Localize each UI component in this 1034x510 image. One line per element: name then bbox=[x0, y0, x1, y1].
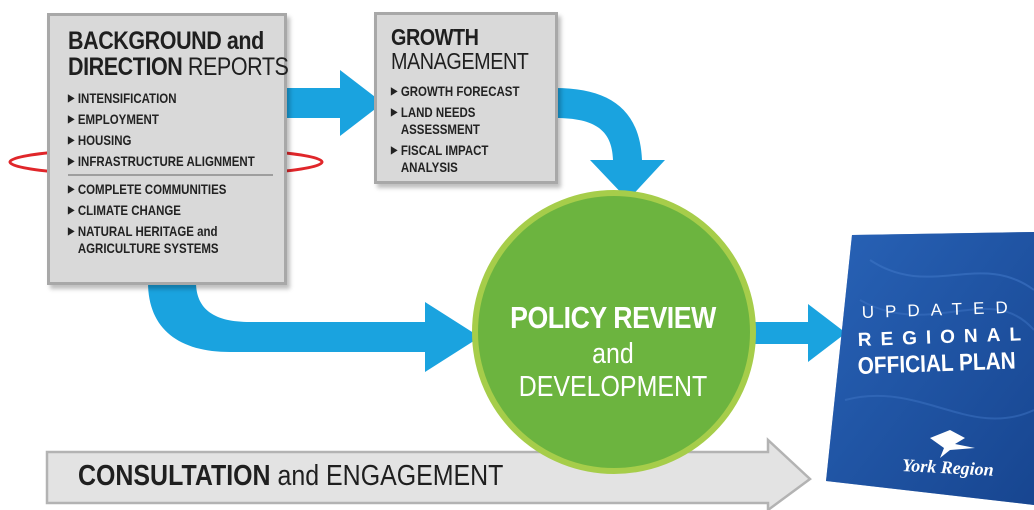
policy-review-circle bbox=[472, 190, 756, 474]
background-top-list: ▶INTENSIFICATION ▶EMPLOYMENT ▶HOUSING ▶I… bbox=[68, 90, 284, 170]
growth-title-light: MANAGEMENT bbox=[391, 48, 529, 74]
item-assessment: ASSESSMENT bbox=[400, 121, 480, 137]
growth-list: ▶GROWTH FORECAST ▶LAND NEEDS ASSESSMENT … bbox=[391, 83, 555, 176]
item-housing: HOUSING bbox=[77, 132, 132, 148]
arrow-policy-to-plan bbox=[744, 304, 846, 362]
bullet-icon: ▶ bbox=[68, 135, 75, 146]
item-natural-heritage: NATURAL HERITAGE and bbox=[77, 223, 218, 239]
background-title-line2-wrap: DIRECTION REPORTS bbox=[68, 53, 289, 81]
bullet-icon: ▶ bbox=[68, 156, 75, 167]
consultation-light: and ENGAGEMENT bbox=[270, 460, 504, 492]
growth-management-panel: GROWTH MANAGEMENT ▶GROWTH FORECAST ▶LAND… bbox=[374, 12, 558, 184]
list-item: ASSESSMENT bbox=[391, 121, 525, 138]
bullet-icon: ▶ bbox=[391, 107, 398, 118]
background-reports-panel: BACKGROUND and DIRECTION REPORTS ▶INTENS… bbox=[47, 13, 289, 285]
item-agriculture-systems: AGRICULTURE SYSTEMS bbox=[77, 240, 219, 256]
background-title-line1: BACKGROUND and bbox=[68, 27, 264, 55]
bullet-icon: ▶ bbox=[68, 114, 75, 125]
divider bbox=[68, 174, 273, 176]
list-item: ▶GROWTH FORECAST bbox=[391, 83, 525, 100]
policy-development-subtitle: and DEVELOPMENT bbox=[518, 338, 708, 403]
policy-review-title: POLICY REVIEW bbox=[510, 300, 716, 335]
arrow-growth-to-policy bbox=[555, 88, 665, 200]
list-item: ▶HOUSING bbox=[68, 132, 245, 149]
list-item: ▶NATURAL HERITAGE and bbox=[68, 223, 245, 240]
arrow-background-to-policy bbox=[148, 282, 480, 372]
policy-review-label: POLICY REVIEW and DEVELOPMENT bbox=[478, 300, 748, 404]
bullet-icon: ▶ bbox=[391, 86, 398, 97]
item-fiscal-impact: FISCAL IMPACT bbox=[400, 142, 489, 158]
item-land-needs: LAND NEEDS bbox=[400, 104, 476, 120]
item-complete-communities: COMPLETE COMMUNITIES bbox=[77, 181, 227, 197]
list-item: AGRICULTURE SYSTEMS bbox=[68, 240, 245, 257]
item-analysis: ANALYSIS bbox=[400, 159, 458, 175]
list-item: ▶FISCAL IMPACT bbox=[391, 142, 525, 159]
item-climate-change: CLIMATE CHANGE bbox=[77, 202, 181, 218]
bullet-icon: ▶ bbox=[68, 184, 75, 195]
list-item: ▶EMPLOYMENT bbox=[68, 111, 245, 128]
list-item: ▶LAND NEEDS bbox=[391, 104, 525, 121]
york-region-logo-text: York Region bbox=[902, 455, 994, 480]
bullet-icon: ▶ bbox=[68, 205, 75, 216]
list-item: ▶COMPLETE COMMUNITIES bbox=[68, 181, 245, 198]
arrow-background-to-growth bbox=[285, 70, 383, 136]
growth-title-bold: GROWTH bbox=[391, 24, 479, 50]
bullet-icon: ▶ bbox=[391, 145, 398, 156]
item-intensification: INTENSIFICATION bbox=[77, 90, 177, 106]
list-item: ▶CLIMATE CHANGE bbox=[68, 202, 245, 219]
consultation-label: CONSULTATION and ENGAGEMENT bbox=[78, 460, 503, 493]
bullet-icon: ▶ bbox=[68, 93, 75, 104]
item-infrastructure-alignment: INFRASTRUCTURE ALIGNMENT bbox=[77, 153, 255, 169]
bullet-icon: ▶ bbox=[68, 226, 75, 237]
list-item: ANALYSIS bbox=[391, 159, 525, 176]
plan-line-official: OFFICIAL PLAN bbox=[857, 347, 1016, 379]
official-plan-cover bbox=[826, 232, 1034, 505]
list-item: ▶INTENSIFICATION bbox=[68, 90, 245, 107]
background-title-reports: REPORTS bbox=[187, 53, 289, 81]
background-reports-title: BACKGROUND and bbox=[68, 28, 264, 54]
item-growth-forecast: GROWTH FORECAST bbox=[400, 83, 520, 99]
background-bottom-list: ▶COMPLETE COMMUNITIES ▶CLIMATE CHANGE ▶N… bbox=[68, 181, 284, 257]
background-title-direction: DIRECTION bbox=[68, 53, 183, 81]
consultation-bold: CONSULTATION bbox=[78, 460, 271, 492]
list-item: ▶INFRASTRUCTURE ALIGNMENT bbox=[68, 153, 255, 170]
item-employment: EMPLOYMENT bbox=[77, 111, 159, 127]
york-region-logo-icon bbox=[930, 430, 975, 458]
